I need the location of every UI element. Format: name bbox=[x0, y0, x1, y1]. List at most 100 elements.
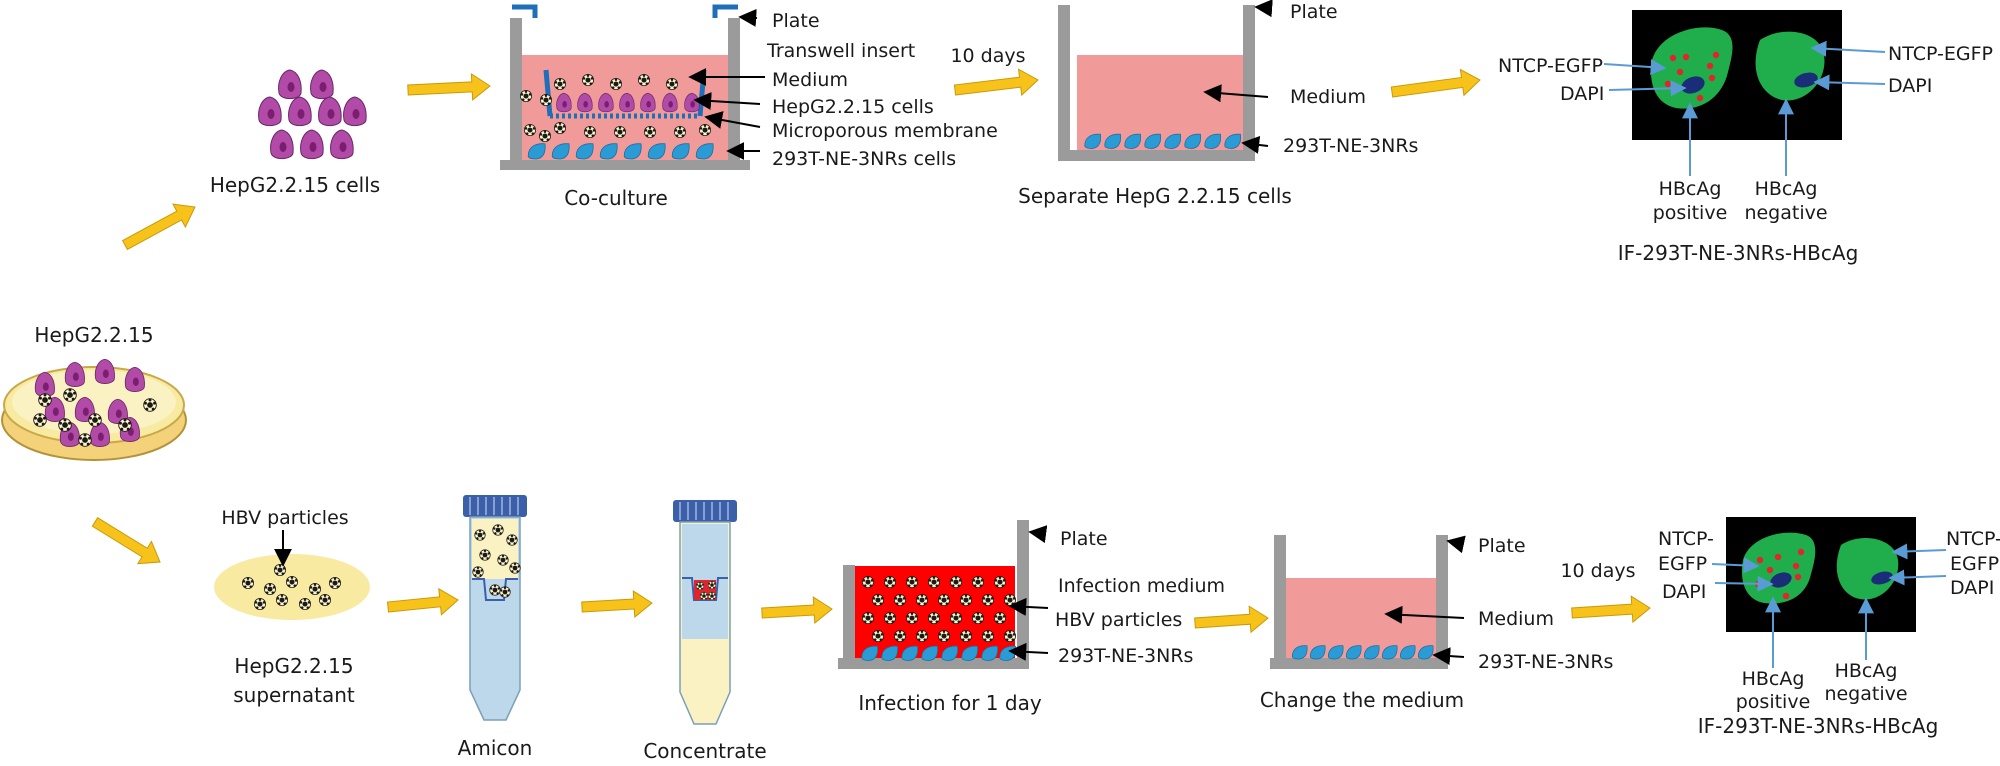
infection-virion bbox=[928, 611, 940, 624]
label-hbv-particles-infection: HBV particles bbox=[1055, 609, 1182, 631]
supernatant-caption-line1: HepG2.2.15 bbox=[234, 654, 353, 678]
hepg2-cell bbox=[318, 96, 342, 127]
infection-virion bbox=[916, 629, 928, 642]
label-plate-coculture: Plate bbox=[772, 10, 820, 32]
pointer-arrows bbox=[688, 0, 1466, 666]
if-bottom-labels: NTCP- EGFP DAPI HBcAg positive NTCP- EGF… bbox=[1658, 528, 2000, 738]
hbcag-dot bbox=[1706, 62, 1714, 70]
dish-virion bbox=[118, 418, 132, 432]
supernatant-virion bbox=[328, 576, 342, 589]
if-top-labels: NTCP-EGFP DAPI HBcAg positive NTCP-EGFP … bbox=[1498, 43, 1993, 265]
infection-virion bbox=[872, 593, 884, 606]
supernatant-virion bbox=[308, 582, 322, 595]
label-positive-top: positive bbox=[1653, 202, 1728, 224]
label-ntcp-left-bottom-2: EGFP bbox=[1658, 553, 1707, 575]
dish-virion bbox=[38, 393, 52, 407]
process-arrows bbox=[91, 68, 1651, 634]
infection-virion bbox=[994, 575, 1006, 588]
infection-virion bbox=[972, 611, 984, 624]
amicon-virion bbox=[506, 534, 518, 546]
ten-days-label-bottom: 10 days bbox=[1560, 560, 1635, 582]
dish-virion bbox=[58, 418, 72, 432]
infection-virion bbox=[906, 611, 918, 624]
process-arrow-8 bbox=[761, 596, 833, 625]
supernatant-virion bbox=[253, 597, 267, 610]
hepg2-source-label: HepG2.2.15 bbox=[34, 323, 153, 347]
amicon-virion bbox=[474, 529, 486, 541]
label-medium-change: Medium bbox=[1478, 608, 1554, 630]
infection-virion bbox=[982, 629, 994, 642]
if-pointer-arrows bbox=[1603, 40, 1947, 668]
hbcag-dot bbox=[1676, 68, 1684, 76]
concentrate-virion bbox=[699, 591, 709, 601]
coculture-virion bbox=[666, 77, 678, 90]
transwell-insert-right-arm bbox=[712, 4, 738, 18]
coculture-caption: Co-culture bbox=[564, 186, 668, 210]
infection-virion bbox=[906, 575, 918, 588]
hbcag-dot bbox=[1712, 51, 1720, 59]
coculture-virion bbox=[554, 121, 566, 135]
label-dapi-right-top: DAPI bbox=[1888, 75, 1932, 97]
hbcag-dot bbox=[1782, 592, 1790, 600]
label-ntcp-egfp-right-top: NTCP-EGFP bbox=[1888, 43, 1993, 65]
dish-virion bbox=[78, 433, 92, 447]
supernatant-dish: HBV particles HepG2.2.15 supernatant bbox=[214, 507, 370, 707]
infection-virion bbox=[950, 575, 962, 588]
label-ntcp-right-bottom-2: EGFP bbox=[1950, 553, 1999, 575]
concentrate-caption: Concentrate bbox=[643, 739, 766, 761]
coculture-virion bbox=[699, 123, 711, 137]
concentrate-virion bbox=[695, 581, 705, 591]
hepg2-cell bbox=[330, 129, 354, 160]
hbcag-dot bbox=[1669, 54, 1677, 62]
infection-virion bbox=[862, 575, 874, 588]
process-arrow-6 bbox=[386, 587, 459, 616]
amicon-virion bbox=[497, 554, 509, 566]
coculture-virion bbox=[644, 125, 656, 139]
process-arrow-9 bbox=[1194, 605, 1269, 634]
separate-caption: Separate HepG 2.2.15 cells bbox=[1018, 184, 1292, 208]
supernatant-caption-line2: supernatant bbox=[233, 683, 355, 707]
hepg2-cell bbox=[270, 129, 294, 160]
label-transwell-insert: Transwell insert bbox=[766, 40, 915, 62]
coculture-well: Co-culture bbox=[500, 4, 750, 210]
cell-hbcag-negative-bottom bbox=[1836, 537, 1899, 600]
supernatant-virion bbox=[285, 575, 299, 588]
ten-days-label-top: 10 days bbox=[950, 45, 1025, 67]
coculture-virion bbox=[554, 77, 566, 90]
supernatant-virion bbox=[298, 597, 312, 610]
label-293t-separate: 293T-NE-3NRs bbox=[1283, 135, 1418, 157]
infection-virion bbox=[938, 629, 950, 642]
amicon-virion bbox=[499, 586, 511, 598]
change-labels: Plate Medium 293T-NE-3NRs bbox=[1478, 535, 1613, 673]
label-plate-change: Plate bbox=[1478, 535, 1526, 557]
coculture-labels: Plate Transwell insert Medium HepG2.2.15… bbox=[766, 10, 998, 170]
label-dapi-right-bottom: DAPI bbox=[1950, 577, 1994, 599]
label-dapi-left-top: DAPI bbox=[1560, 83, 1604, 105]
infection-virion bbox=[960, 629, 972, 642]
if-panel-top: IF-293T-NE-3NRs-HBcAg bbox=[1632, 10, 1842, 140]
infection-virion bbox=[894, 629, 906, 642]
hepg2-cell bbox=[288, 96, 312, 127]
supernatant-virion bbox=[273, 563, 287, 576]
dish-virion bbox=[143, 398, 157, 412]
dish-virion bbox=[33, 413, 47, 427]
label-medium-coculture: Medium bbox=[772, 69, 848, 91]
hbcag-dot bbox=[1682, 53, 1690, 61]
separate-labels: Plate Medium 293T-NE-3NRs bbox=[1283, 1, 1418, 157]
label-ntcp-right-bottom-1: NTCP- bbox=[1946, 528, 2000, 550]
amicon-virion bbox=[479, 549, 491, 561]
label-plate-separate: Plate bbox=[1290, 1, 1338, 23]
if-panel-top-caption: IF-293T-NE-3NRs-HBcAg bbox=[1618, 241, 1859, 265]
dish-cell bbox=[64, 361, 85, 388]
infection-virion bbox=[950, 611, 962, 624]
label-293t-cells: 293T-NE-3NRs cells bbox=[772, 148, 956, 170]
label-hbcag-right-bottom: HBcAg bbox=[1835, 660, 1898, 682]
amicon-virion bbox=[489, 584, 501, 596]
infection-virion bbox=[862, 611, 874, 624]
infection-well: Infection for 1 day bbox=[838, 520, 1042, 715]
infection-virion bbox=[938, 593, 950, 606]
coculture-virion bbox=[638, 73, 650, 86]
amicon-virion bbox=[472, 566, 484, 578]
